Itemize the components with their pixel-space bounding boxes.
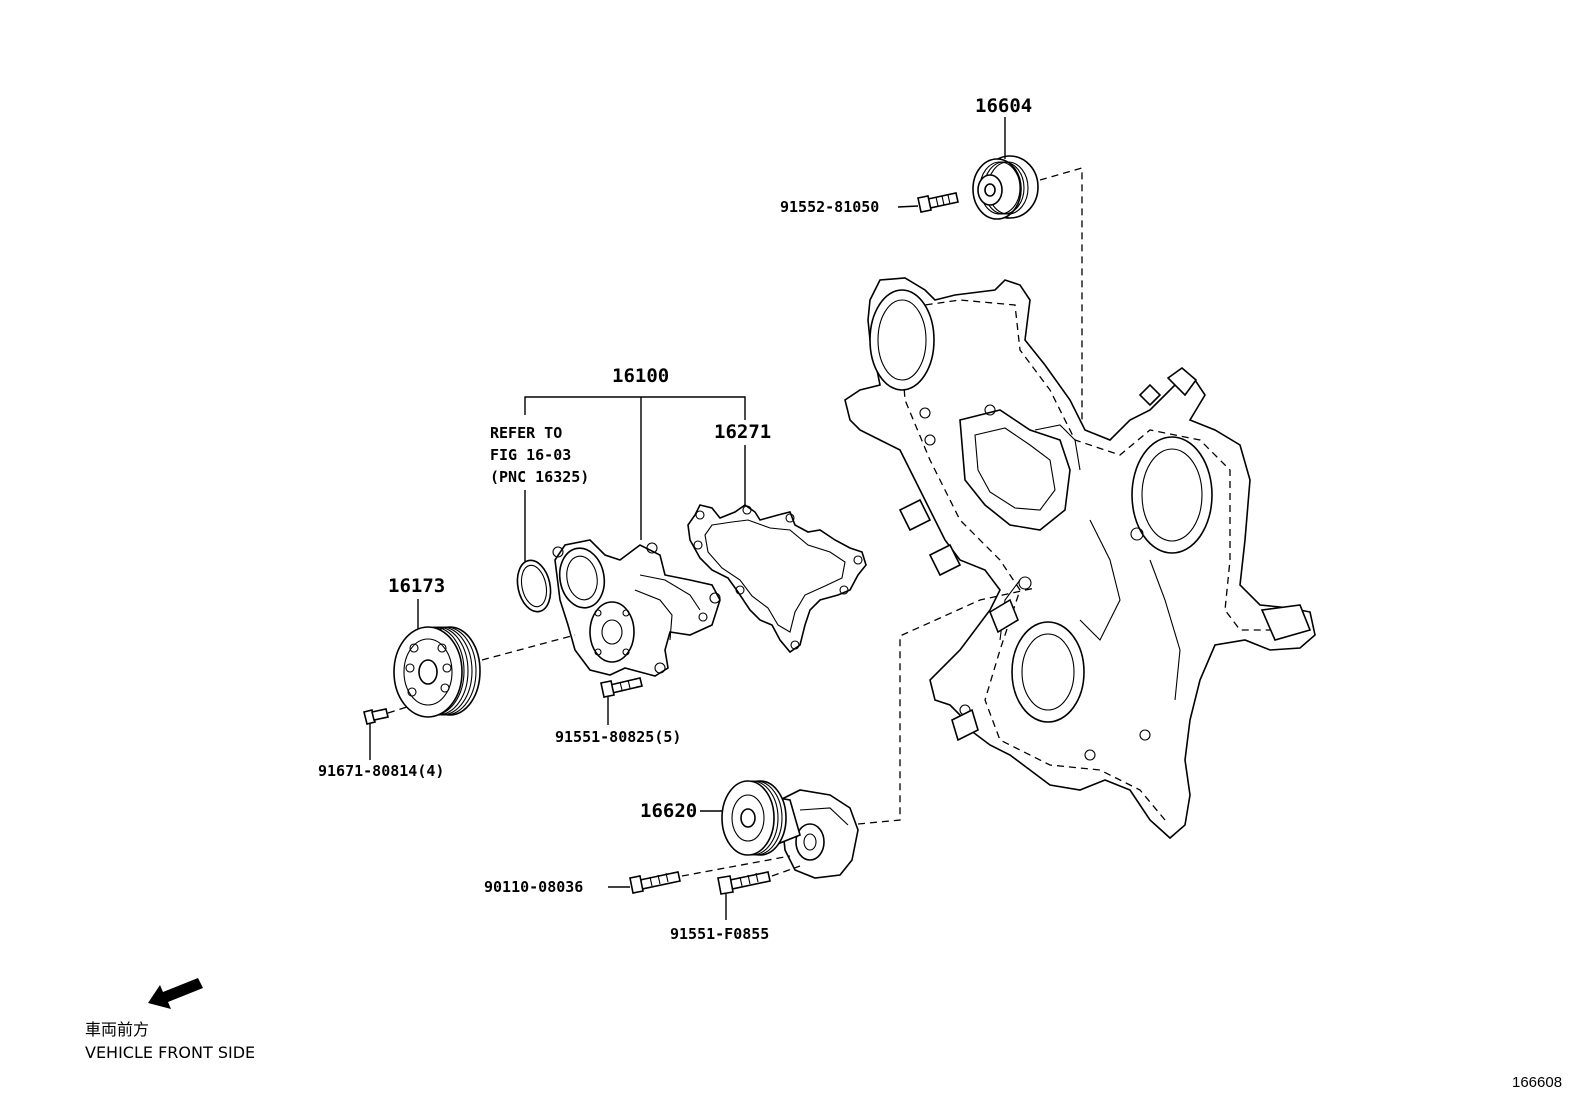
pump-bolt[interactable] xyxy=(600,677,643,698)
idler-pulley[interactable] xyxy=(972,155,1039,220)
tensioner-bolt-a[interactable] xyxy=(629,871,681,894)
refer-note-line2: FIG 16-03 xyxy=(490,446,571,464)
belt-tensioner[interactable] xyxy=(721,780,859,879)
idler-bolt[interactable] xyxy=(917,192,959,213)
label-16271: 16271 xyxy=(714,421,771,443)
tensioner-bolt-b[interactable] xyxy=(717,871,771,895)
leader-91552 xyxy=(897,205,919,208)
label-90110-08036: 90110-08036 xyxy=(484,878,583,896)
label-16173: 16173 xyxy=(388,575,445,597)
label-91551-F0855: 91551-F0855 xyxy=(670,925,769,943)
water-pump[interactable] xyxy=(552,539,721,677)
dash-bolt-a-to-tensioner xyxy=(681,855,791,877)
front-label-jp: 車両前方 xyxy=(85,1020,149,1039)
dash-pulley-to-pump xyxy=(481,634,576,661)
front-arrow-icon xyxy=(148,978,203,1009)
water-pump-gasket[interactable] xyxy=(687,504,867,654)
label-16100: 16100 xyxy=(612,365,669,387)
dash-bolt-to-pulley xyxy=(387,705,411,714)
label-91552-81050: 91552-81050 xyxy=(780,198,879,216)
label-16620: 16620 xyxy=(640,800,697,822)
refer-note-line3: (PNC 16325) xyxy=(490,468,589,486)
front-label-en: VEHICLE FRONT SIDE xyxy=(85,1043,255,1062)
fan-pulley[interactable] xyxy=(393,626,481,718)
label-91551-80825: 91551-80825(5) xyxy=(555,728,681,746)
bracket-16100 xyxy=(524,396,746,420)
dash-tensioner-to-cover xyxy=(857,587,1036,825)
refer-note-line1: REFER TO xyxy=(490,424,562,442)
figure-id: 166608 xyxy=(1512,1074,1562,1091)
dash-idler-to-cover xyxy=(1039,167,1083,600)
dash-bolt-b-to-tensioner xyxy=(771,865,801,877)
pulley-bolt[interactable] xyxy=(363,708,389,725)
label-91671-80814: 91671-80814(4) xyxy=(318,762,444,780)
o-ring[interactable] xyxy=(513,557,555,615)
timing-chain-cover[interactable] xyxy=(844,277,1316,840)
label-16604: 16604 xyxy=(975,95,1032,117)
